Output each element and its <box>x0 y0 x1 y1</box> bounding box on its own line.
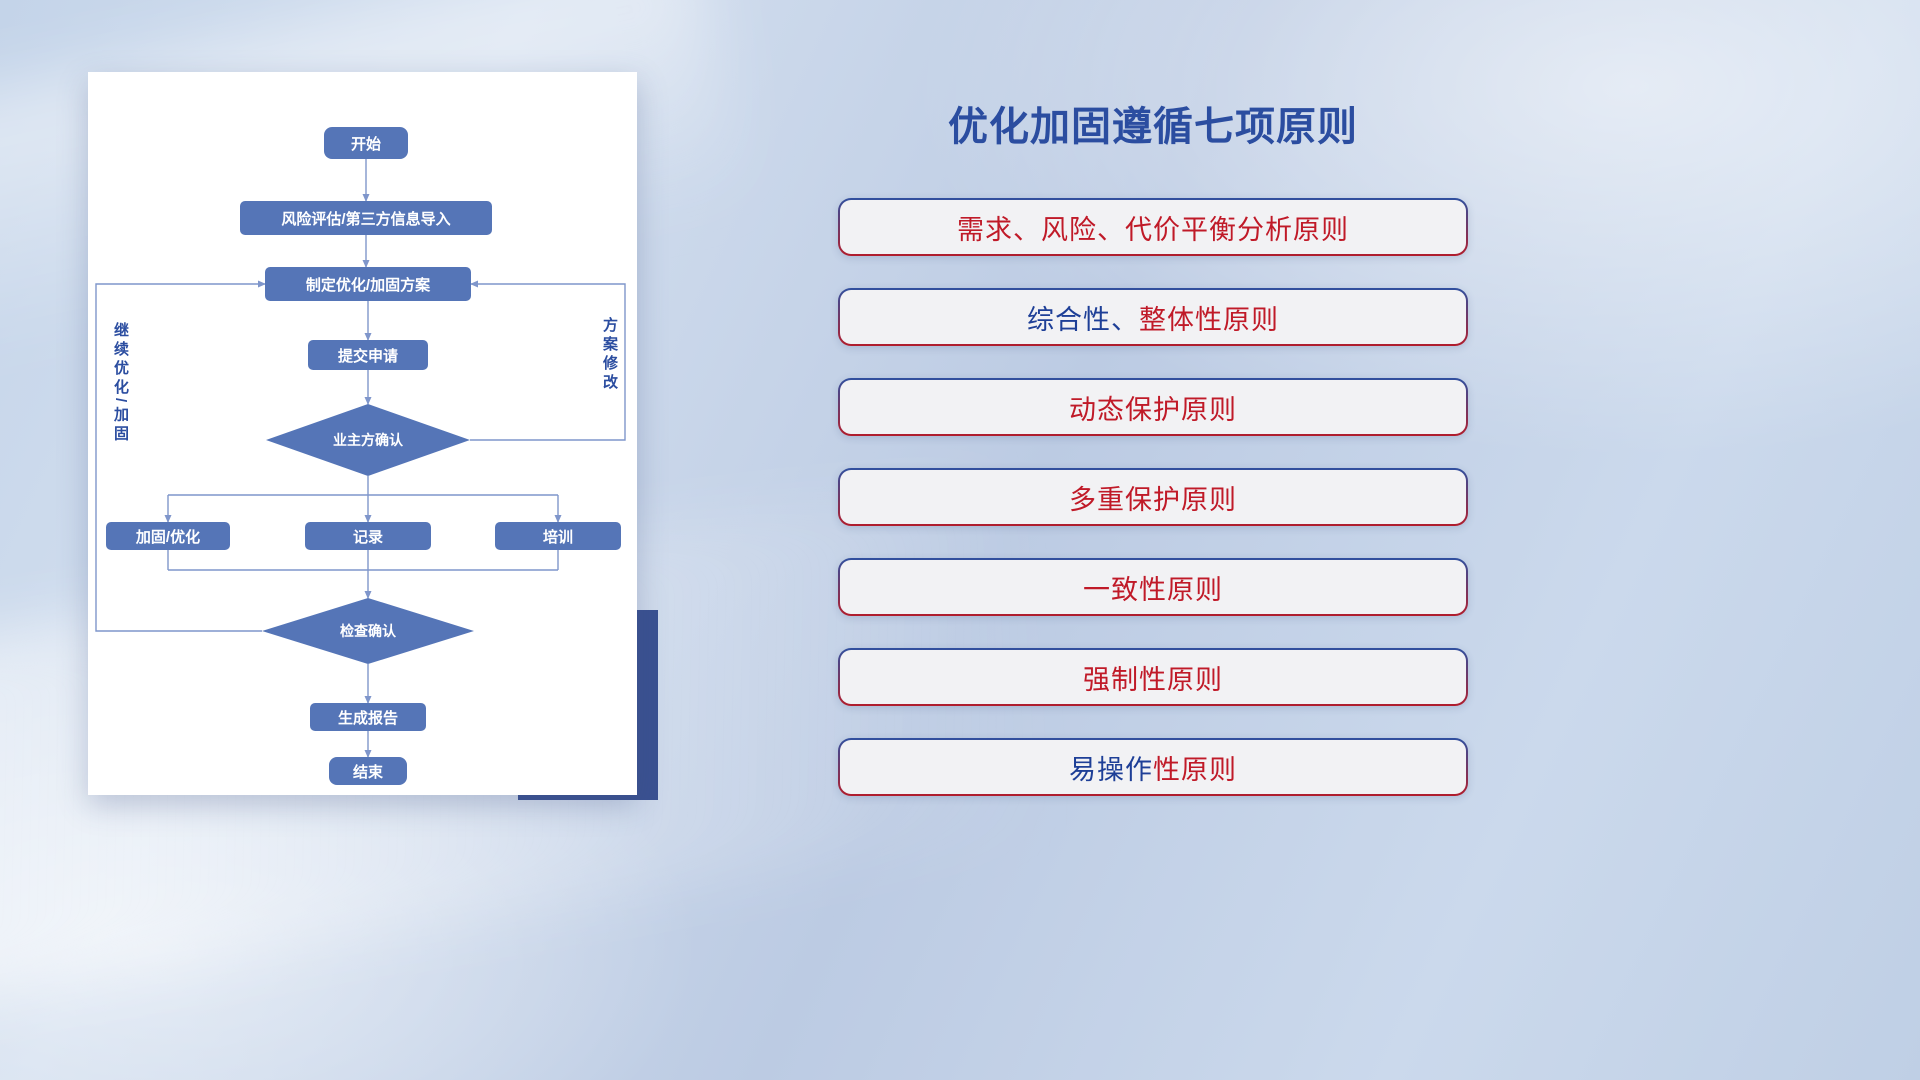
principle-item-text: 多重保护原则 <box>840 470 1466 524</box>
principle-text-segment: 性原则 <box>1153 754 1237 785</box>
principles-panel: 优化加固遵循七项原则 需求、风险、代价平衡分析原则综合性、整体性原则动态保护原则… <box>838 0 1468 1080</box>
principle-text-segment: 强制性原则 <box>1083 664 1223 695</box>
flow-node-make-plan: 制定优化/加固方案 <box>265 267 471 301</box>
edge-label-plan-modify: 方案修改 <box>601 317 618 393</box>
principle-item: 需求、风险、代价平衡分析原则 <box>838 198 1468 256</box>
principle-item: 动态保护原则 <box>838 378 1468 436</box>
flowchart-card: 开始 风险评估/第三方信息导入 制定优化/加固方案 提交申请 业主方确认 加固/… <box>88 72 637 795</box>
principle-text-segment: 整体性原则 <box>1139 304 1279 335</box>
principle-text-segment: 易操作 <box>1069 754 1153 785</box>
principle-item: 综合性、整体性原则 <box>838 288 1468 346</box>
flow-node-start: 开始 <box>324 127 408 159</box>
principle-item-text: 易操作性原则 <box>840 740 1466 794</box>
principle-item-text: 强制性原则 <box>840 650 1466 704</box>
flow-node-generate-report: 生成报告 <box>310 703 426 731</box>
edge-label-continue-optimize: 继续优化/加固 <box>112 322 129 445</box>
principle-item-text: 综合性、整体性原则 <box>840 290 1466 344</box>
flow-node-training: 培训 <box>495 522 621 550</box>
flow-node-end: 结束 <box>329 757 407 785</box>
principle-item: 多重保护原则 <box>838 468 1468 526</box>
principle-text-segment: 多重保护原则 <box>1069 484 1237 515</box>
principle-item-text: 一致性原则 <box>840 560 1466 614</box>
principle-item: 强制性原则 <box>838 648 1468 706</box>
flow-node-submit-request: 提交申请 <box>308 340 428 370</box>
principle-item-text: 动态保护原则 <box>840 380 1466 434</box>
principles-list: 需求、风险、代价平衡分析原则综合性、整体性原则动态保护原则多重保护原则一致性原则… <box>838 198 1468 796</box>
principle-text-segment: 动态保护原则 <box>1069 394 1237 425</box>
principle-text-segment: 综合性、 <box>1027 304 1139 335</box>
flow-node-reinforce-optimize: 加固/优化 <box>106 522 230 550</box>
principle-item: 易操作性原则 <box>838 738 1468 796</box>
flowchart-connectors <box>95 159 626 758</box>
principle-text-segment: 一致性原则 <box>1083 574 1223 605</box>
flow-node-record: 记录 <box>305 522 431 550</box>
principle-item: 一致性原则 <box>838 558 1468 616</box>
panel-title: 优化加固遵循七项原则 <box>948 105 1358 149</box>
flow-node-risk-assessment: 风险评估/第三方信息导入 <box>240 201 492 235</box>
principle-text-segment: 需求、风险、代价平衡分析原则 <box>957 214 1349 245</box>
principle-item-text: 需求、风险、代价平衡分析原则 <box>840 200 1466 254</box>
